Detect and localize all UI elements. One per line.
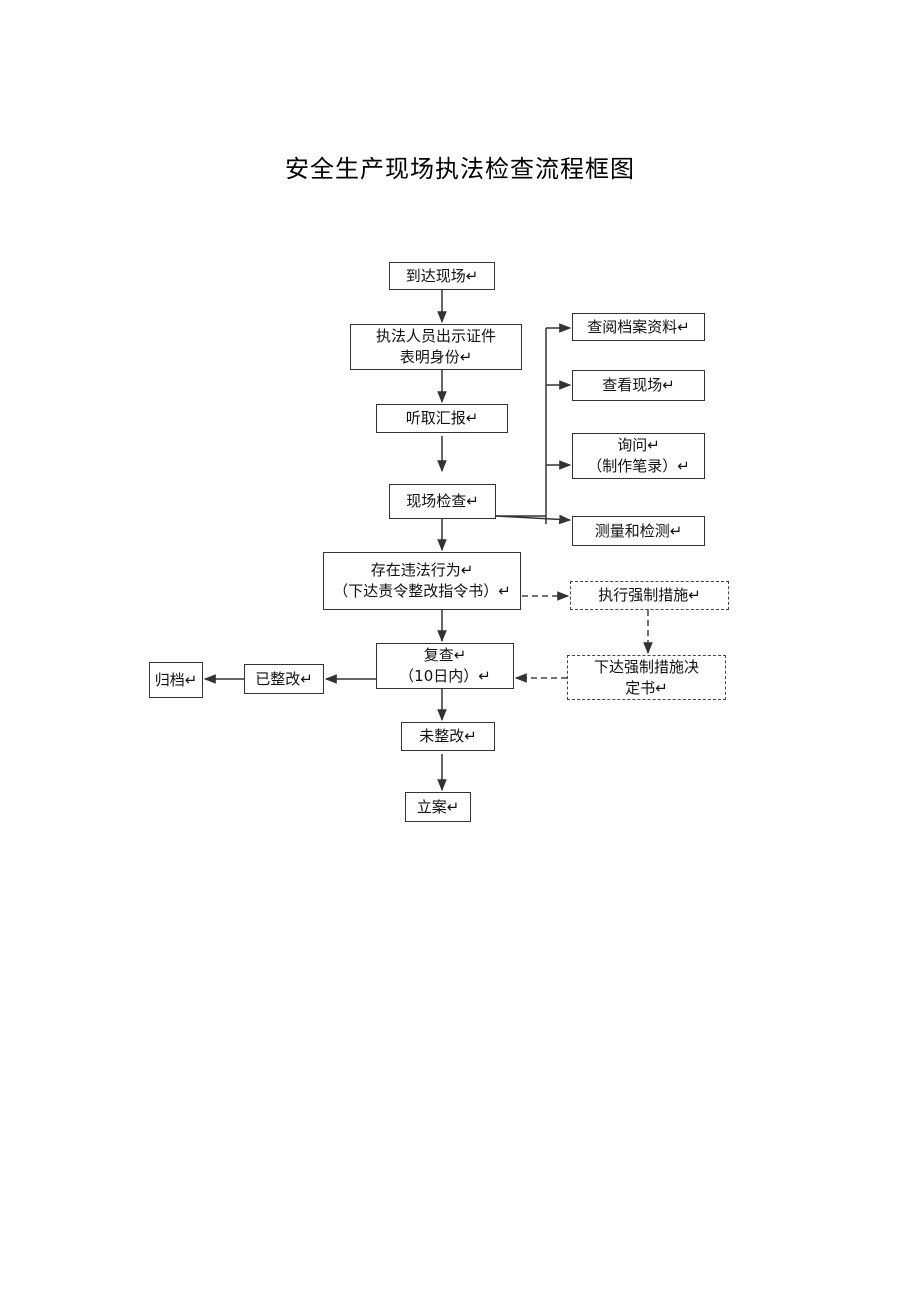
node-enforce-doc-line1: 下达强制措施决 <box>593 657 699 676</box>
node-archive: 归档↵ <box>149 662 203 698</box>
node-enforce-doc: 下达强制措施决 定书↵ <box>567 655 726 700</box>
node-show-id-line1: 执法人员出示证件 <box>375 327 496 345</box>
node-enforce: 执行强制措施↵ <box>570 581 729 610</box>
node-recheck: 复查↵ （10日内）↵ <box>376 643 514 689</box>
node-inquiry: 询问↵ （制作笔录）↵ <box>572 433 705 479</box>
node-enforce-doc-line2: 定书↵ <box>625 678 668 697</box>
node-view-site: 查看现场↵ <box>572 370 705 401</box>
node-rectified-label: 已整改↵ <box>255 669 313 688</box>
node-inquiry-line1: 询问↵ <box>617 436 660 454</box>
node-show-id: 执法人员出示证件 表明身份↵ <box>350 324 522 370</box>
page-title: 安全生产现场执法检查流程框图 <box>285 155 635 183</box>
node-check-files-label: 查阅档案资料↵ <box>587 317 690 336</box>
node-inspect: 现场检查↵ <box>389 484 496 519</box>
node-file-case-label: 立案↵ <box>416 797 460 816</box>
node-violation: 存在违法行为↵ （下达责令整改指令书）↵ <box>323 552 521 610</box>
node-not-rectified: 未整改↵ <box>401 722 495 751</box>
node-show-id-line2: 表明身份↵ <box>399 348 473 366</box>
arrow-branch-to-measure <box>495 514 572 525</box>
node-not-rectified-label: 未整改↵ <box>419 727 477 745</box>
node-rectified: 已整改↵ <box>244 664 324 694</box>
node-violation-line2: （下达责令整改指令书）↵ <box>333 582 511 600</box>
node-enforce-label: 执行强制措施↵ <box>598 586 701 604</box>
node-check-files: 查阅档案资料↵ <box>572 313 705 341</box>
node-listen: 听取汇报↵ <box>376 404 508 433</box>
node-file-case: 立案↵ <box>405 792 471 822</box>
node-listen-label: 听取汇报↵ <box>405 409 479 427</box>
node-arrive: 到达现场↵ <box>389 262 495 290</box>
node-recheck-line2: （10日内）↵ <box>399 667 491 685</box>
node-inspect-label: 现场检查↵ <box>406 492 479 510</box>
node-recheck-line1: 复查↵ <box>423 646 467 664</box>
node-view-site-label: 查看现场↵ <box>602 376 675 394</box>
node-inquiry-line2: （制作笔录）↵ <box>587 457 690 475</box>
node-arrive-label: 到达现场↵ <box>405 266 479 285</box>
node-violation-line1: 存在违法行为↵ <box>370 561 474 579</box>
node-measure: 测量和检测↵ <box>572 516 705 546</box>
node-archive-label: 归档↵ <box>154 670 198 689</box>
node-measure-label: 测量和检测↵ <box>594 521 683 540</box>
